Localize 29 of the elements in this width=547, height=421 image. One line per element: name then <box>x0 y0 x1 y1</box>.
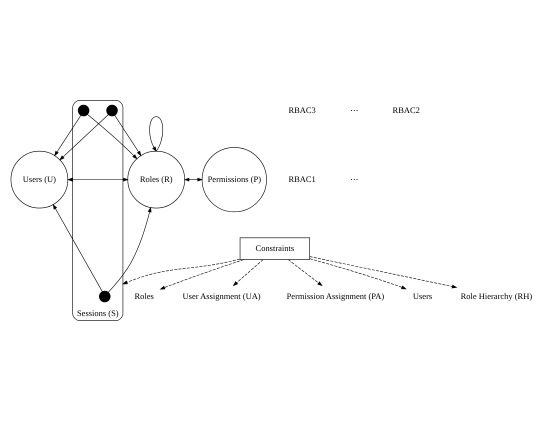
arrow <box>310 258 407 290</box>
arrow <box>54 115 82 156</box>
arrow <box>87 114 138 160</box>
arrow <box>309 256 458 288</box>
label: ⋯ <box>350 104 358 115</box>
arrow <box>52 204 103 292</box>
node-text: Users <box>412 290 432 301</box>
arrow <box>59 114 109 160</box>
arrow <box>232 259 264 286</box>
label: RBAC1 <box>288 174 316 184</box>
arrow <box>149 116 164 152</box>
node-circle: Permissions (P) <box>202 147 267 212</box>
node-text: Roles <box>134 290 154 301</box>
arrow <box>108 206 152 293</box>
label: RBAC3 <box>288 104 316 115</box>
node-circle <box>106 104 118 116</box>
arrow <box>114 115 142 156</box>
node-text: User Assignment (UA) <box>182 290 261 301</box>
arrow <box>67 178 129 182</box>
node-circle <box>99 290 111 302</box>
label: RBAC2 <box>392 104 420 115</box>
label: ⋯ <box>350 174 358 184</box>
node-box: Constraints <box>240 238 310 260</box>
node-text: Role Hierarchy (RH) <box>460 290 532 301</box>
node-text: Permission Assignment (PA) <box>286 290 384 301</box>
node-circle <box>78 104 90 116</box>
arrow <box>288 259 323 286</box>
arrow <box>122 258 240 284</box>
arrow <box>160 259 244 290</box>
